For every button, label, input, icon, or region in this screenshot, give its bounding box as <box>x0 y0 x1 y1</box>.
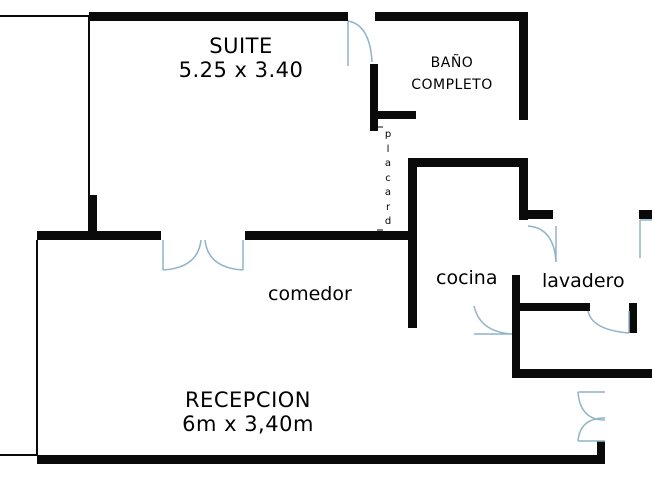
placard-char: p <box>384 129 392 140</box>
wall-lavadero-right <box>629 303 637 333</box>
wall-far-right-stub <box>639 210 652 219</box>
door-far-right <box>639 219 652 258</box>
door-exterior <box>577 391 606 442</box>
placard-char: a <box>384 187 392 198</box>
wall-right-upper <box>519 12 528 120</box>
wall-bath-bottom <box>370 111 416 119</box>
door-lavadero-entry <box>527 225 557 263</box>
wall-right-lower <box>597 441 605 464</box>
bano-name-line2: COMPLETO <box>411 77 493 93</box>
placard-char: c <box>385 172 391 184</box>
placard-char: d <box>384 216 392 227</box>
wall-top-right <box>375 12 527 21</box>
wall-suite-top <box>89 12 348 21</box>
door-bath-entry <box>347 20 373 66</box>
wall-right-mid <box>519 165 528 220</box>
wall-bath-kitchen <box>408 158 528 167</box>
wall-kitchen-left <box>408 158 417 328</box>
wall-suite-left-stub <box>88 195 97 235</box>
wall-lavadero-top-stub <box>528 210 553 219</box>
wall-bath-left <box>370 64 378 131</box>
bano-name-line1: BAÑO <box>430 55 474 71</box>
doors <box>162 20 652 442</box>
door-lavadero-inner <box>587 310 630 334</box>
left-exterior-outline <box>0 15 90 456</box>
recepcion-label: RECEPCION 6m x 3,40m <box>158 388 338 436</box>
wall-lavadero-mid <box>512 303 590 311</box>
recepcion-size: 6m x 3,40m <box>182 412 314 436</box>
placard-char: l <box>386 143 390 155</box>
placard-label: p l a c a r d <box>382 128 394 230</box>
door-suite-right-leaf <box>204 239 244 271</box>
door-kitchen <box>473 305 513 335</box>
suite-label: SUITE 5.25 x 3.40 <box>176 34 306 82</box>
comedor-label: comedor <box>268 283 352 305</box>
wall-bottom <box>37 455 605 464</box>
cocina-label: cocina <box>436 267 498 289</box>
suite-size: 5.25 x 3.40 <box>178 58 304 82</box>
bano-label: BAÑO COMPLETO <box>400 52 504 96</box>
door-suite-left-leaf <box>162 239 202 271</box>
suite-name: SUITE <box>209 34 273 58</box>
placard-char: r <box>385 201 391 213</box>
recepcion-name: RECEPCION <box>184 388 312 412</box>
walls <box>37 12 652 464</box>
placard-char: a <box>384 158 392 169</box>
wall-lavadero-bottom <box>512 369 652 378</box>
placard-closet <box>377 126 383 231</box>
wall-suite-bottom-left <box>37 231 161 240</box>
lavadero-label: lavadero <box>542 270 625 292</box>
wall-lavadero-divider <box>512 275 520 377</box>
wall-suite-bottom-right <box>245 231 410 240</box>
